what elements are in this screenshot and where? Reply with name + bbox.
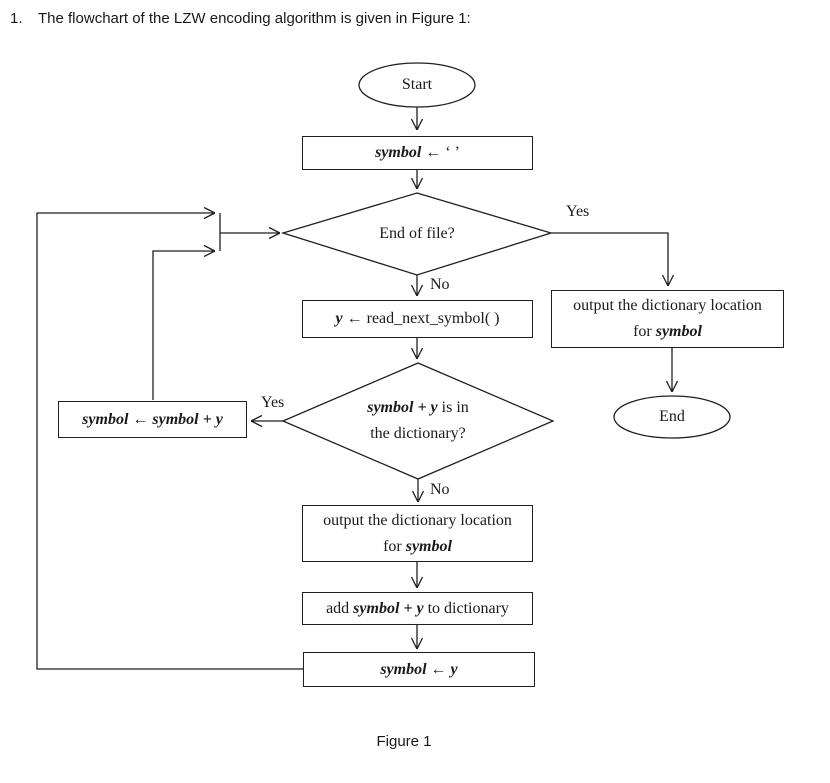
output-right-line1: output the dictionary location xyxy=(573,297,762,314)
question-title: 1. The flowchart of the LZW encoding alg… xyxy=(10,10,471,27)
decision-in-dictionary-line1: symbol + y is in xyxy=(367,399,469,416)
output-bottom-line1: output the dictionary location xyxy=(323,511,512,529)
output-right-line2: for symbol xyxy=(633,323,702,340)
eof-yes-label: Yes xyxy=(566,203,590,220)
question-number: 1. xyxy=(10,10,23,27)
process-append-symbol: symbol ← symbol + y xyxy=(58,401,247,438)
decision-in-dictionary-line2: the dictionary? xyxy=(370,425,466,442)
decision-end-of-file-label: End of file? xyxy=(379,224,455,242)
start-terminator: Start xyxy=(360,64,474,106)
question-text: The flowchart of the LZW encoding algori… xyxy=(38,10,471,27)
process-read-symbol-label: y ← read_next_symbol( ) xyxy=(335,310,500,327)
start-label: Start xyxy=(401,76,433,93)
process-add-to-dictionary-label: add symbol + y to dictionary xyxy=(326,599,509,617)
decision-in-dictionary: symbol + y is in the dictionary? xyxy=(318,393,518,449)
process-symbol-init: symbol ← ‘ ’ xyxy=(302,136,533,170)
process-output-location-bottom: output the dictionary location for symbo… xyxy=(302,505,533,562)
connector-append-loop xyxy=(152,251,215,400)
decision-end-of-file: End of file? xyxy=(317,221,517,246)
process-symbol-init-label: symbol ← ‘ ’ xyxy=(375,144,460,161)
figure-caption: Figure 1 xyxy=(376,733,432,750)
end-terminator-shape xyxy=(613,395,731,439)
end-label: End xyxy=(659,408,685,425)
connector-eof-yes-to-output xyxy=(551,232,668,286)
end-terminator: End xyxy=(614,396,730,438)
process-output-location-right: output the dictionary location for symbo… xyxy=(551,290,784,348)
process-assign-symbol-label: symbol ← y xyxy=(380,660,458,678)
dict-yes-label: Yes xyxy=(261,394,285,411)
process-add-to-dictionary: add symbol + y to dictionary xyxy=(302,592,533,625)
eof-no-label: No xyxy=(430,276,450,293)
process-assign-symbol: symbol ← y xyxy=(303,652,535,687)
connector-assign-loop xyxy=(36,213,303,670)
process-append-symbol-label: symbol ← symbol + y xyxy=(82,410,223,428)
output-bottom-line2: for symbol xyxy=(383,537,452,555)
dict-no-label: No xyxy=(430,481,450,498)
process-read-symbol: y ← read_next_symbol( ) xyxy=(302,300,533,338)
